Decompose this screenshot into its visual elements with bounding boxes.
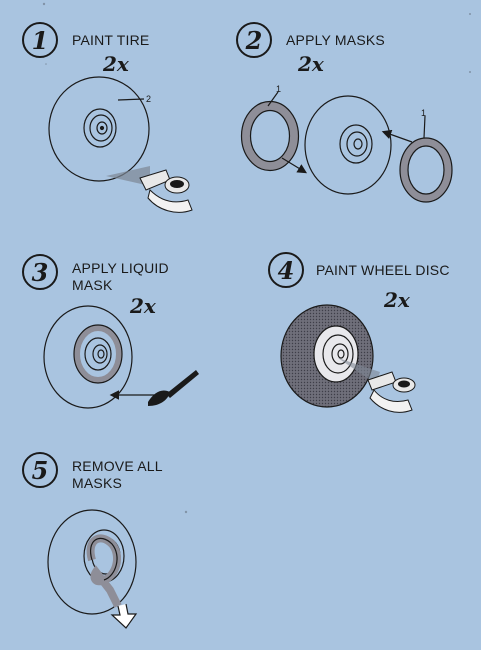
- step-3-illustration: [43, 305, 158, 409]
- step-2-illustration: [240, 91, 453, 203]
- print-specks: [42, 2, 471, 514]
- step-4-airbrush-icon: [367, 371, 416, 413]
- step-1-tire: [48, 76, 150, 182]
- step-1-title: PAINT TIRE: [72, 32, 150, 48]
- step-4-title: PAINT WHEEL DISC: [316, 262, 450, 278]
- step-3-multiplier: 2x: [130, 294, 156, 318]
- step-3-brush-icon: [148, 370, 199, 406]
- step-2-multiplier: 2x: [298, 52, 324, 76]
- step-5-illustration: [47, 509, 138, 629]
- step-5-arrow-icon: [110, 603, 138, 629]
- step-1-airbrush-icon: [106, 166, 193, 213]
- step-1-wheel-illustration: [48, 76, 150, 182]
- step-1-callout-2: 2: [146, 94, 152, 104]
- step-1-number: 1: [22, 22, 58, 58]
- step-2-arrow-left: [281, 157, 308, 174]
- step-1-rim-outer: [83, 108, 117, 148]
- step-3-number: 3: [22, 254, 58, 290]
- step-1-multiplier: 2x: [103, 52, 129, 76]
- step-5-tire: [47, 509, 137, 615]
- step-2-callout-1-right: 1: [421, 108, 427, 118]
- step-2-number: 2: [236, 22, 272, 58]
- step-5-number: 5: [22, 452, 58, 488]
- step-4-number: 4: [268, 252, 304, 288]
- step-3-title: APPLY LIQUID MASK: [72, 260, 169, 293]
- step-2-mask-ring-right: [400, 138, 452, 202]
- step-4-illustration: [280, 304, 380, 408]
- step-2-title: APPLY MASKS: [286, 32, 385, 48]
- step-2-tire: [304, 95, 392, 195]
- step-4-multiplier: 2x: [384, 288, 410, 312]
- step-3-tire: [43, 305, 133, 409]
- step-2-callout-1-left: 1: [276, 84, 282, 94]
- step-1-leader-line: [117, 98, 145, 101]
- step-5-title: REMOVE ALL MASKS: [72, 458, 163, 491]
- step-2-mask-ring-left: [241, 101, 299, 171]
- step-3-mask-band: [74, 325, 122, 383]
- step-2-arrow-right: [381, 129, 413, 143]
